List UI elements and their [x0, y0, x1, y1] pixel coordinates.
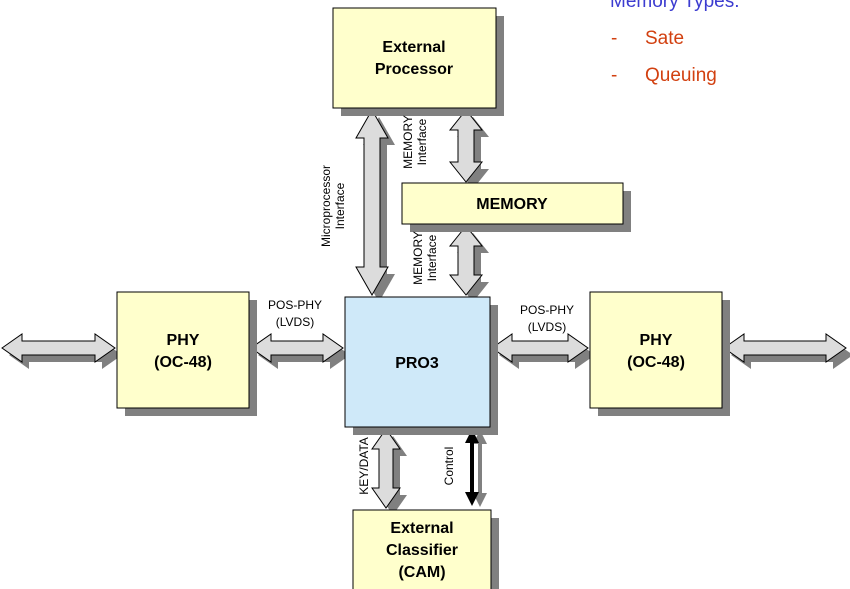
external-processor-label-2: Processor [375, 61, 453, 78]
memory-type-sate: Sate [645, 28, 684, 49]
phy-left-label-2: (OC-48) [154, 354, 212, 371]
microprocessor-interface-label-2: Interface [333, 182, 347, 229]
memory-types-title: Memory Types: [610, 0, 740, 12]
line-left-arrow [1, 333, 116, 363]
pos-phy-right-arrow [491, 333, 589, 363]
pro3-label: PRO3 [395, 355, 439, 372]
line-right-arrow [723, 333, 847, 363]
memory-interface-top-label-2: Interface [415, 118, 429, 165]
classifier-label-1: External [390, 520, 453, 537]
phy-left-block: PHY (OC-48) [116, 291, 257, 416]
pos-phy-right-label-2: (LVDS) [528, 320, 566, 334]
memory-interface-top-arrow [448, 109, 484, 183]
memory-interface-bottom-label-1: MEMORY [411, 231, 425, 285]
memory-interface-bottom-label-2: Interface [425, 234, 439, 281]
memory-label: MEMORY [476, 196, 548, 213]
microprocessor-interface-arrow [355, 108, 389, 297]
classifier-label-2: Classifier [386, 542, 458, 559]
classifier-label-3: (CAM) [398, 564, 445, 581]
phy-left-label-1: PHY [167, 332, 200, 349]
memory-block: MEMORY [401, 182, 631, 232]
key-data-label: KEY/DATA [357, 437, 371, 495]
control-label: Control [442, 447, 456, 486]
memory-interface-top-label-1: MEMORY [401, 115, 415, 169]
control-arrow-shadow [473, 430, 487, 507]
phy-right-label-2: (OC-48) [627, 354, 685, 371]
bullet-1: - [611, 28, 617, 49]
phy-right-label-1: PHY [640, 332, 673, 349]
pos-phy-left-label-1: POS-PHY [268, 298, 322, 312]
key-data-arrow [371, 428, 401, 509]
pos-phy-left-label-2: (LVDS) [276, 315, 314, 329]
phy-right-block: PHY (OC-48) [589, 291, 730, 416]
pro3-block: PRO3 [344, 296, 498, 435]
pos-phy-right-label-1: POS-PHY [520, 303, 574, 317]
microprocessor-interface-label-1: Microprocessor [319, 165, 333, 247]
memory-interface-bottom-arrow [448, 225, 484, 296]
memory-type-queuing: Queuing [645, 65, 717, 86]
external-processor-label-1: External [382, 39, 445, 56]
pos-phy-left-arrow [250, 333, 344, 363]
control-arrow [465, 429, 479, 506]
bullet-2: - [611, 65, 617, 86]
classifier-block: External Classifier (CAM) [352, 509, 499, 589]
external-processor-block: External Processor [332, 7, 504, 116]
